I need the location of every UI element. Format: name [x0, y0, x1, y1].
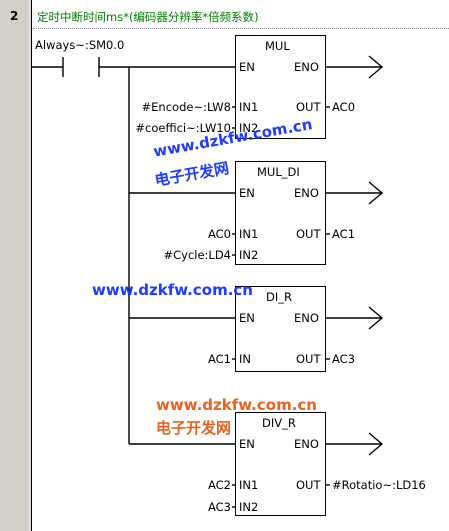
mul-out-pin: OUT	[296, 100, 321, 114]
div-r-block[interactable]	[235, 412, 326, 516]
di-r-eno-pin: ENO	[294, 311, 319, 325]
mul-in1-operand[interactable]: #Encode~:LW8	[141, 100, 231, 114]
div-r-in1-operand[interactable]: AC2	[207, 478, 231, 492]
mul-di-in2-pin: IN2	[239, 248, 259, 262]
div-r-in1-pin: IN1	[239, 478, 259, 492]
di-r-out-pin: OUT	[296, 352, 321, 366]
mul-block[interactable]	[235, 35, 326, 139]
network-gutter	[0, 0, 28, 531]
di-r-in-operand[interactable]: AC1	[207, 352, 231, 366]
mul-en-pin: EN	[239, 60, 255, 74]
mul-di-en-pin: EN	[239, 186, 255, 200]
watermark-url-3: www.dzkfw.com.cn	[156, 396, 317, 414]
mul-in1-pin: IN1	[239, 100, 259, 114]
mul-di-in1-pin: IN1	[239, 227, 259, 241]
mul-di-eno-pin: ENO	[294, 186, 319, 200]
mul-di-block-title: MUL_DI	[257, 165, 300, 179]
mul-eno-pin: ENO	[294, 60, 319, 74]
mul-block-title: MUL	[265, 39, 290, 53]
contact-label[interactable]: Always~:SM0.0	[35, 38, 125, 52]
mul-in2-operand[interactable]: #coeffici~:LW10	[135, 121, 231, 135]
mul-di-out-pin: OUT	[296, 227, 321, 241]
mul-di-in1-operand[interactable]: AC0	[207, 227, 231, 241]
div-r-en-pin: EN	[239, 437, 255, 451]
di-r-out-operand[interactable]: AC3	[332, 352, 356, 366]
watermark-cn-2: 电子开发网	[156, 419, 232, 437]
watermark-url-2: www.dzkfw.com.cn	[92, 281, 253, 299]
div-r-block-title: DIV_R	[262, 416, 296, 430]
di-r-en-pin: EN	[239, 311, 255, 325]
mul-out-operand[interactable]: AC0	[332, 100, 356, 114]
mul-di-out-operand[interactable]: AC1	[332, 227, 356, 241]
network-number: 2	[10, 9, 19, 23]
div-r-out-pin: OUT	[296, 478, 321, 492]
mul-in2-pin: IN2	[239, 121, 259, 135]
mul-di-in2-operand[interactable]: #Cycle:LD4	[163, 248, 231, 262]
network-comment[interactable]: 定时中断时间ms*(编码器分辨率*倍频系数)	[37, 10, 259, 24]
left-power-rail-shade	[28, 0, 32, 531]
div-r-out-operand[interactable]: #Rotatio~:LD16	[332, 478, 426, 492]
di-r-in-pin: IN	[239, 352, 251, 366]
left-power-rail[interactable]	[31, 0, 32, 531]
di-r-block[interactable]	[235, 286, 326, 372]
mul-di-block[interactable]	[235, 161, 326, 265]
div-r-in2-operand[interactable]: AC3	[207, 500, 231, 514]
div-r-in2-pin: IN2	[239, 500, 259, 514]
di-r-block-title: DI_R	[266, 290, 292, 304]
network-comment-separator	[33, 28, 449, 29]
normally-open-contact[interactable]	[60, 55, 102, 79]
div-r-eno-pin: ENO	[294, 437, 319, 451]
